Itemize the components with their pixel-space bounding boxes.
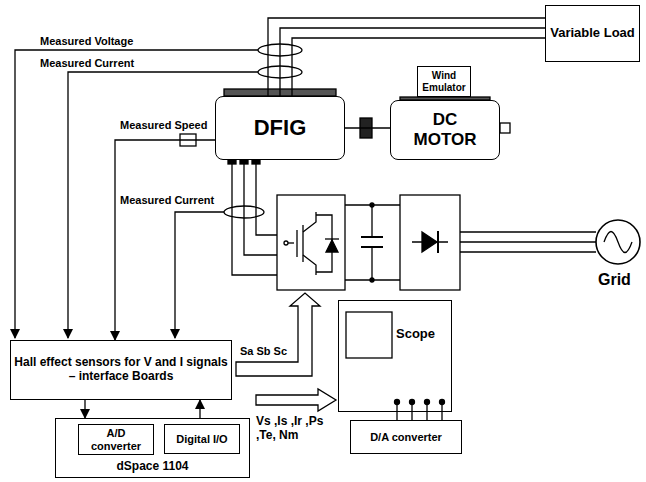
igbt-symbol	[302, 225, 303, 262]
igbt-symbol	[303, 212, 316, 232]
grid-wire	[460, 231, 596, 232]
connector	[200, 400, 201, 418]
rotor-current-sensor	[224, 206, 264, 218]
diode-symbol	[325, 238, 339, 239]
scope-input	[425, 400, 430, 405]
scope-input	[440, 400, 445, 405]
converter-box: A/D converter	[78, 424, 154, 455]
igbt-symbol	[288, 242, 294, 243]
scope-box: Scope	[338, 300, 452, 412]
converter-box: D/A converter	[350, 420, 462, 454]
probe-wire	[441, 404, 442, 420]
connector-line	[199, 400, 200, 418]
igbt-symbol	[284, 241, 288, 245]
connector-line	[280, 28, 545, 96]
motor-shaft	[500, 123, 510, 133]
connector-line	[292, 38, 545, 96]
diode-symbol	[422, 232, 437, 252]
slip-ring	[228, 160, 236, 164]
probe-wire	[426, 404, 427, 420]
rotor-current-wire	[175, 212, 224, 338]
controller-board: dSpace 1104 A/D converter Digital I/O	[55, 418, 250, 478]
node-text: Variable Load	[550, 26, 635, 41]
diode-symbol	[326, 240, 338, 252]
motor-machine: DC MOTOR	[390, 100, 500, 160]
signal-arrow	[256, 389, 336, 411]
generator-machine: DFIG	[215, 96, 345, 160]
connector-line	[84, 400, 85, 418]
junction-dot	[370, 278, 374, 282]
igbt-symbol	[296, 230, 297, 257]
scope-input	[395, 400, 400, 405]
connector	[345, 128, 390, 129]
slip-ring	[240, 160, 248, 164]
connector-line	[115, 140, 215, 340]
io-box: Digital I/O	[164, 424, 240, 454]
node-text: Digital I/O	[176, 433, 227, 446]
scope-input	[410, 400, 415, 405]
capacitor-plate	[361, 236, 383, 238]
signal-label: Measured Voltage	[40, 35, 133, 48]
grid-source	[596, 220, 640, 264]
grid-wire	[460, 241, 596, 242]
sine-symbol	[604, 232, 632, 253]
load-box: Variable Load	[545, 5, 640, 62]
node-text: DC MOTOR	[408, 110, 482, 149]
signal-label: Measured Current	[40, 57, 134, 70]
switching-arrow	[236, 293, 320, 376]
connector	[85, 400, 86, 418]
rotor-wire	[232, 164, 277, 275]
signal-label: Measured Speed	[120, 119, 207, 132]
connector	[115, 140, 215, 340]
node-text: D/A converter	[370, 431, 442, 444]
connector-line	[268, 18, 545, 96]
node-text: Hall effect sensors for V and I signals …	[14, 356, 228, 384]
capacitor-lead	[371, 205, 372, 237]
node-text: Wind Emulator	[421, 70, 467, 93]
probe-wire	[411, 404, 412, 420]
node-text: DFIG	[254, 115, 307, 140]
emulator-box: Wind Emulator	[417, 66, 471, 97]
grid-wire	[460, 251, 596, 252]
rotor-wire	[244, 164, 277, 255]
connector	[268, 18, 545, 96]
capacitor-plate	[361, 246, 383, 248]
capacitor-lead	[371, 247, 372, 280]
diode-symbol	[437, 231, 439, 253]
slip-ring	[252, 160, 260, 164]
connector-line	[345, 127, 390, 128]
junction-dot	[370, 203, 374, 207]
rectifier	[400, 195, 460, 290]
node-text: dSpace 1104	[116, 460, 188, 474]
signal-label: Measured Current	[120, 194, 214, 207]
scope-screen	[346, 312, 392, 358]
signal-label: Sa Sb Sc	[240, 345, 287, 358]
sensor-board: Hall effect sensors for V and I signals …	[10, 340, 232, 400]
node-text: A/D converter	[82, 427, 150, 452]
node-text: Scope	[396, 327, 435, 342]
rotor-wire	[256, 164, 277, 235]
voltage-wire	[15, 50, 258, 338]
grid-label: Grid	[598, 270, 631, 289]
signal-label: Vs ,Is ,Ir ,Ps ,Te, Nm	[256, 414, 334, 443]
igbt-converter	[277, 195, 345, 290]
probe-wire	[396, 404, 397, 420]
igbt-symbol	[303, 255, 316, 275]
